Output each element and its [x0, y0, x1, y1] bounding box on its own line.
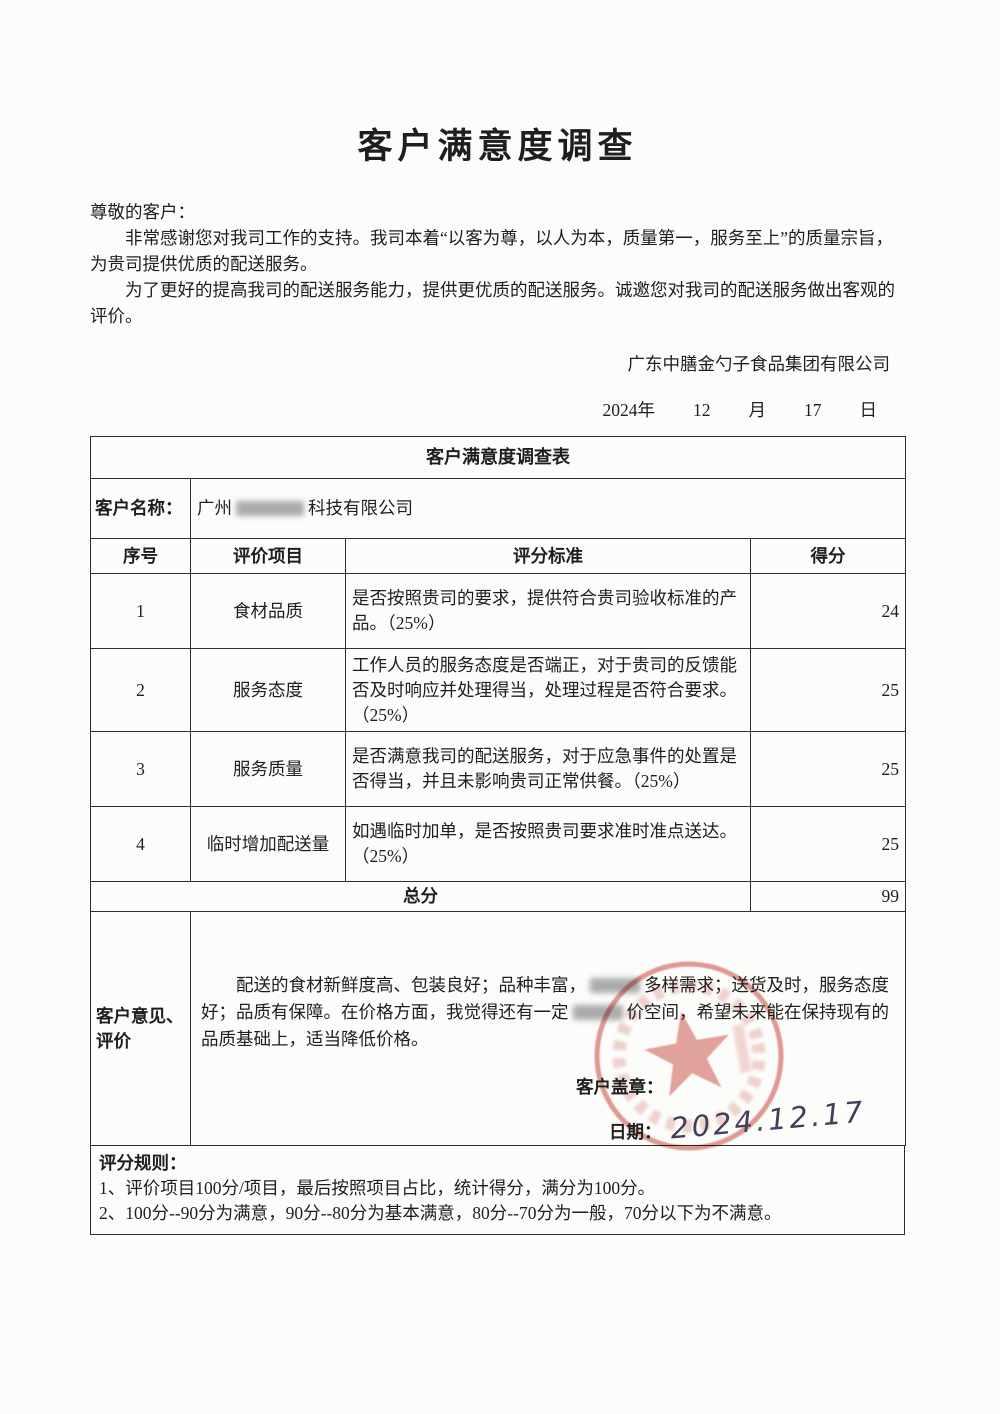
customer-name-prefix: 广州 [197, 498, 232, 518]
customer-name-value: 广州 科技有限公司 [190, 478, 906, 539]
date-month-value: 12 [693, 400, 711, 420]
feedback-cell: 配送的食材新鲜度高、包装良好；品种丰富，多样需求；送货及时，服务态度好；品质有保… [190, 911, 906, 1151]
date-day-unit: 日 [859, 400, 878, 420]
intro-paragraph-2: 为了更好的提高我司的配送服务能力，提供更优质的配送服务。诚邀您对我司的配送服务做… [90, 280, 895, 326]
row-item: 食材品质 [190, 573, 346, 649]
rules-heading: 评分规则： [99, 1153, 187, 1173]
sign-date-line: 日期： 2024.12.17 [609, 1095, 890, 1146]
table-row: 4 临时增加配送量 如遇临时加单，是否按照贵司要求准时准点送达。（25%） 25 [90, 806, 906, 882]
date-day-value: 17 [804, 400, 822, 420]
column-header-score: 得分 [750, 538, 906, 574]
row-score: 25 [750, 806, 906, 882]
row-number: 1 [90, 573, 191, 649]
total-label: 总分 [90, 881, 751, 912]
date-year: 2024年 [602, 400, 656, 420]
row-criteria: 是否满意我司的配送服务，对于应急事件的处置是否得当，并且未影响贵司正常供餐。（2… [345, 731, 751, 807]
table-caption-row: 客户满意度调查表 [90, 436, 906, 479]
customer-name-suffix: 科技有限公司 [308, 498, 413, 518]
row-score: 25 [750, 648, 906, 732]
column-header-criteria: 评分标准 [345, 538, 751, 574]
rules-line-1: 1、评价项目100分/项目，最后按照项目占比，统计得分，满分为100分。 [99, 1178, 656, 1198]
feedback-row: 客户意见、评价 配送的食材新鲜度高、包装良好；品种丰富，多样需求；送货及时，服务… [90, 911, 906, 1151]
row-criteria: 工作人员的服务态度是否端正，对于贵司的反馈能否及时响应并处理得当，处理过程是否符… [345, 648, 751, 732]
redacted-text [236, 501, 304, 516]
row-item: 服务质量 [190, 731, 346, 807]
survey-table: 客户满意度调查表 客户名称： 广州科技有限公司 序号 评价项目 评分标准 得分 … [90, 436, 906, 1151]
scoring-rules: 评分规则： 1、评价项目100分/项目，最后按照项目占比，统计得分，满分为100… [90, 1145, 905, 1235]
company-name: 广东中膳金勺子食品集团有限公司 [627, 354, 891, 374]
row-item: 服务态度 [190, 648, 346, 732]
redacted-text [590, 978, 640, 993]
page-title: 客户满意度调查 [357, 127, 638, 166]
total-row: 总分 99 [90, 881, 906, 912]
row-number: 2 [90, 648, 191, 732]
feedback-label: 客户意见、评价 [90, 911, 191, 1146]
table-row: 2 服务态度 工作人员的服务态度是否端正，对于贵司的反馈能否及时响应并处理得当，… [90, 648, 906, 732]
column-header-item: 评价项目 [190, 538, 346, 574]
table-row: 1 食材品质 是否按照贵司的要求，提供符合贵司验收标准的产品。（25%） 24 [90, 573, 906, 649]
row-item: 临时增加配送量 [190, 806, 346, 882]
sign-date-label: 日期： [609, 1122, 662, 1142]
rules-line-2: 2、100分--90分为满意，90分--80分为基本满意，80分--70分为一般… [99, 1203, 782, 1223]
customer-name-row: 客户名称： 广州 科技有限公司 [90, 478, 906, 539]
row-number: 3 [90, 731, 191, 807]
date-month-unit: 月 [748, 400, 767, 420]
feedback-segment-1: 配送的食材新鲜度高、包装良好；品种丰富， [236, 975, 586, 995]
column-header-no: 序号 [90, 538, 191, 574]
row-number: 4 [90, 806, 191, 882]
customer-name-label: 客户名称： [90, 478, 191, 539]
row-score: 24 [750, 573, 906, 649]
salutation: 尊敬的客户： [90, 202, 195, 222]
intro-section: 尊敬的客户： 非常感谢您对我司工作的支持。我司本着“以客为尊，以人为本，质量第一… [90, 199, 905, 329]
intro-paragraph-1: 非常感谢您对我司工作的支持。我司本着“以客为尊，以人为本，质量第一，服务至上”的… [90, 228, 894, 274]
table-caption: 客户满意度调查表 [90, 436, 906, 479]
handwritten-date: 2024.12.17 [668, 1094, 867, 1146]
document-content: 客户满意度调查 尊敬的客户： 非常感谢您对我司工作的支持。我司本着“以客为尊，以… [90, 127, 906, 1235]
row-criteria: 是否按照贵司的要求，提供符合贵司验收标准的产品。（25%） [345, 573, 751, 649]
feedback-text: 配送的食材新鲜度高、包装良好；品种丰富，多样需求；送货及时，服务态度好；品质有保… [201, 972, 890, 1053]
redacted-text [572, 1005, 623, 1020]
column-header-row: 序号 评价项目 评分标准 得分 [90, 538, 906, 574]
row-score: 25 [750, 731, 906, 807]
total-score: 99 [750, 881, 906, 912]
document-date: 2024年 12 月 17 日 [90, 397, 905, 423]
row-criteria: 如遇临时加单，是否按照贵司要求准时准点送达。（25%） [345, 806, 751, 882]
table-row: 3 服务质量 是否满意我司的配送服务，对于应急事件的处置是否得当，并且未影响贵司… [90, 731, 906, 807]
